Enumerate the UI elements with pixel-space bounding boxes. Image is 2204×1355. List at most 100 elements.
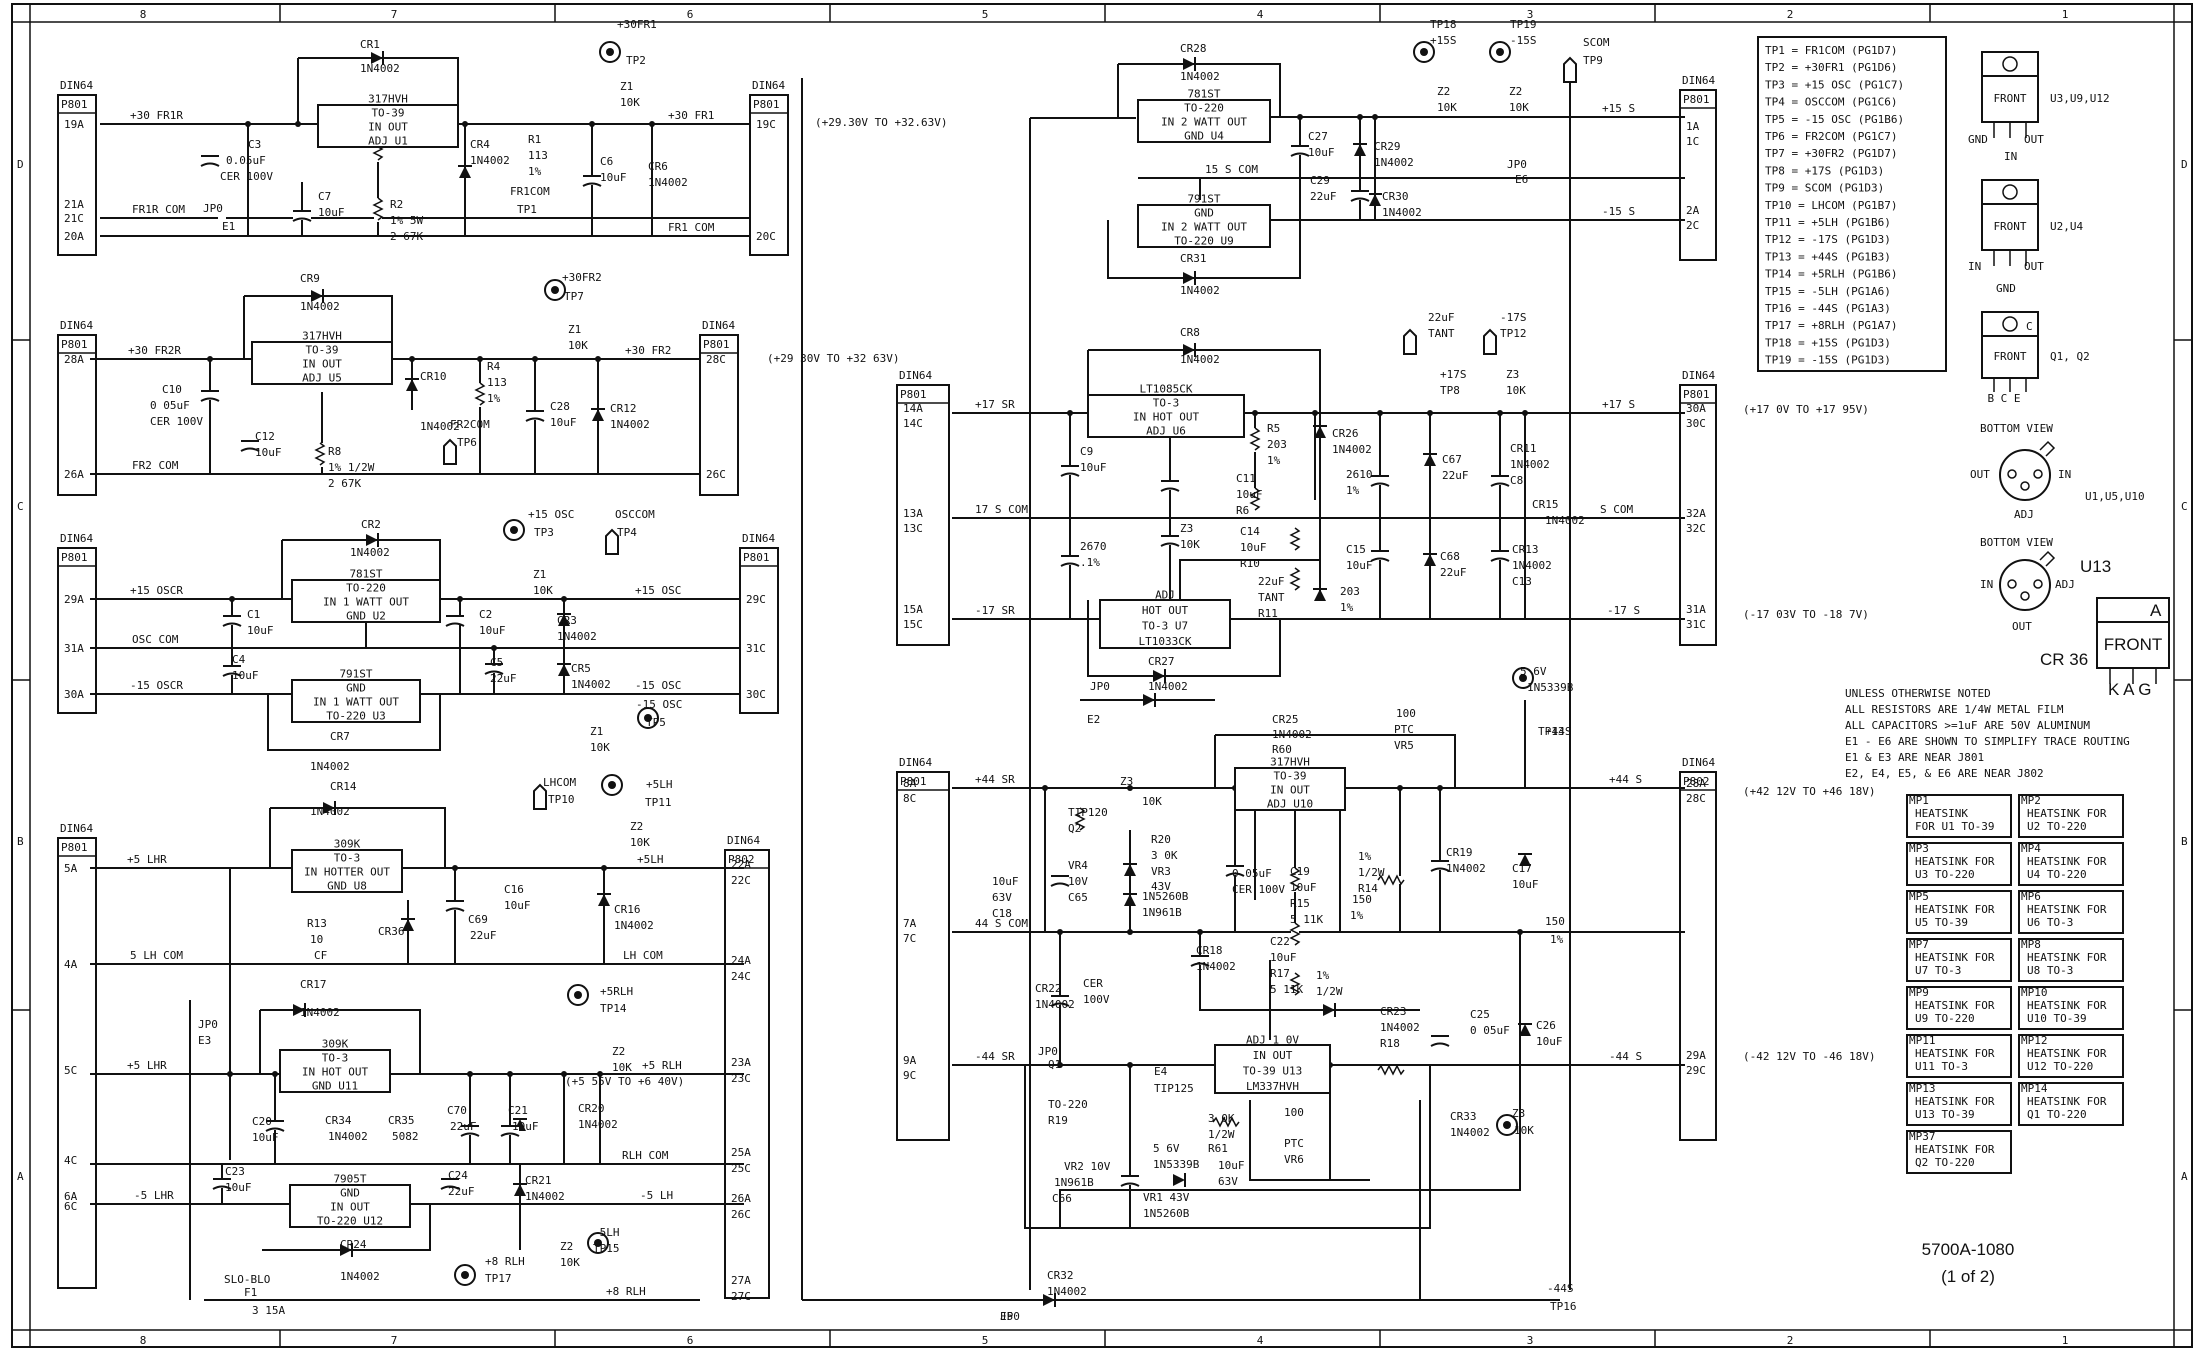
component-label: Z2 (1437, 85, 1450, 98)
component-label: 5 6V (1153, 1142, 1180, 1155)
junction-dot (452, 865, 458, 871)
capacitor-symbol (525, 410, 545, 422)
component-label: Z1 (590, 725, 603, 738)
heatsink-text: HEATSINK FOR (2027, 951, 2107, 964)
column-label: 7 (391, 8, 398, 21)
component-label: 1N4002 (1180, 353, 1220, 366)
diode-symbol (458, 165, 472, 178)
test-point (1413, 41, 1435, 63)
heatsink-mp: MP6 (2021, 890, 2041, 903)
junction-dot (1057, 929, 1063, 935)
junction-dot (1377, 410, 1383, 416)
tp-table-row: TP9 = SCOM (PG1D3) (1765, 182, 1884, 195)
column-label: 4 (1257, 8, 1264, 21)
component-label: C20 (252, 1115, 272, 1128)
component-label: 10 (310, 933, 323, 946)
component-label: VR6 (1284, 1153, 1304, 1166)
junction-dot (1057, 1062, 1063, 1068)
component-label: R19 (1048, 1114, 1068, 1127)
test-point (605, 528, 619, 555)
component-label: 10K (1180, 538, 1200, 551)
component-label: 203 (1340, 585, 1360, 598)
junction-dot (1067, 410, 1073, 416)
component-label: Q2 (1068, 822, 1081, 835)
bottom-view-label: BOTTOM VIEW (1980, 536, 2053, 549)
junction-dot (295, 121, 301, 127)
component-label: 10uF (504, 899, 531, 912)
regulator-text: 791ST (1187, 193, 1220, 206)
test-point (1512, 667, 1534, 689)
note-line: ALL RESISTORS ARE 1/4W METAL FILM (1845, 703, 2064, 716)
regulator-text: TO-39 (305, 344, 338, 357)
tp-table-row: TP12 = -17S (PG1D3) (1765, 233, 1891, 246)
connector-ref: P801 (61, 338, 88, 351)
heatsink-mp: MP9 (1909, 986, 1929, 999)
component-label: C9 (1080, 445, 1093, 458)
net-label-lhcom: 5 LH COM (130, 949, 183, 962)
component-label: 1N4002 (1180, 70, 1220, 83)
heatsink-text: U8 TO-3 (2027, 964, 2073, 977)
component-label: TP1 (517, 203, 537, 216)
junction-dot (649, 121, 655, 127)
regulator-text: TO-220 U9 (1174, 235, 1234, 248)
component-label: C13 (1512, 575, 1532, 588)
component-label: E4 (1154, 1065, 1168, 1078)
tp-table-row: TP7 = +30FR2 (PG1D7) (1765, 147, 1897, 160)
heatsink-text: U2 TO-220 (2027, 820, 2087, 833)
connector-pin: 22C (731, 874, 751, 887)
component-label: 1N4002 (310, 760, 350, 773)
component-label: CR36 (378, 925, 405, 938)
diode-symbol (311, 289, 324, 303)
component-label: JP0 (198, 1018, 218, 1031)
test-point (1496, 1114, 1518, 1136)
connector-pin: 14C (903, 417, 923, 430)
component-label: R1 (528, 133, 541, 146)
heatsink-text: HEATSINK FOR (2027, 1095, 2107, 1108)
component-label: 0.05uF (226, 154, 266, 167)
connector-pin: 28C (1686, 792, 1706, 805)
component-label: C26 (1536, 1019, 1556, 1032)
capacitor-symbol (484, 663, 504, 675)
component-label: 1N5260B (1142, 890, 1189, 903)
component-label: CR31 (1180, 252, 1207, 265)
component-label: CR30 (1382, 190, 1409, 203)
diode-symbol (405, 378, 419, 391)
pin-label: IN (2058, 468, 2071, 481)
package-parts: Q1, Q2 (2050, 350, 2090, 363)
component-label: 1N4002 (1272, 728, 1312, 741)
connector-header: DIN64 (742, 532, 775, 545)
test-point (443, 438, 457, 465)
component-label: TIP120 (1068, 806, 1108, 819)
component-label: R61 (1208, 1142, 1228, 1155)
junction-dot (1397, 785, 1403, 791)
note-line: E2, E4, E5, & E6 ARE NEAR J802 (1845, 767, 2044, 780)
component-label: CR5 (571, 662, 591, 675)
capacitor-symbol (445, 900, 465, 912)
net-label-fr1rcom: FR1R COM (132, 203, 185, 216)
regulator-text: 791ST (339, 668, 372, 681)
component-label: F1 (244, 1286, 257, 1299)
component-label: +30FR1 (617, 18, 657, 31)
resistor-symbol (474, 382, 486, 407)
component-label: 1N4002 (340, 1270, 380, 1283)
regulator-text: TO-39 U13 (1243, 1065, 1303, 1078)
capacitor-symbol (1160, 535, 1180, 547)
resistor-symbol (1289, 567, 1301, 592)
component-label: 1% (528, 165, 542, 178)
component-label: R6 (1236, 504, 1249, 517)
component-label: CR11 (1510, 442, 1537, 455)
net-label-fr2com: FR2 COM (132, 459, 179, 472)
capacitor-symbol (222, 615, 242, 627)
component-label: VR1 43V (1143, 1191, 1190, 1204)
tp-table-row: TP11 = +5LH (PG1B6) (1765, 216, 1891, 229)
component-label: VR2 10V (1064, 1160, 1111, 1173)
component-label: 1/2W (1316, 985, 1343, 998)
heatsink-text: HEATSINK (1915, 807, 1968, 820)
heatsink-mp: MP4 (2021, 842, 2041, 855)
